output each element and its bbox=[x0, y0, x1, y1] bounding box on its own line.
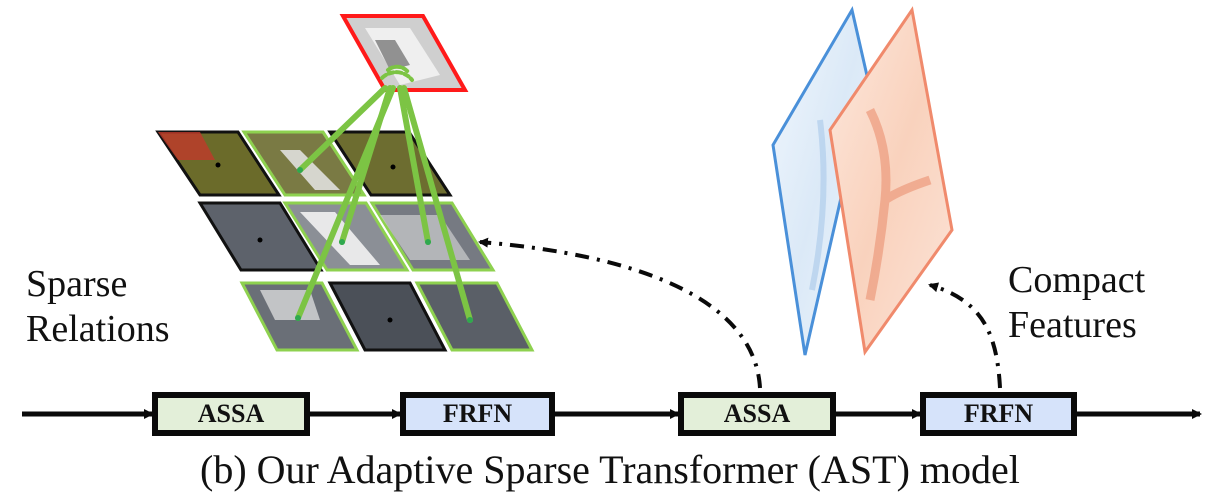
feature-map-orange bbox=[828, 6, 954, 356]
frfn-block-2: FRFN bbox=[920, 392, 1077, 436]
assa-block-1: ASSA bbox=[152, 392, 310, 436]
frfn-block-1: FRFN bbox=[400, 392, 555, 436]
compact-features-label: Compact Features bbox=[1008, 259, 1146, 346]
assa-to-relations-arrow bbox=[478, 237, 762, 389]
feature-map-blue bbox=[771, 5, 870, 356]
frfn-to-features-arrow bbox=[928, 282, 1002, 389]
sparse-relations-label: Sparse Relations bbox=[26, 263, 170, 350]
diagram-canvas bbox=[22, 5, 1202, 419]
relation-lines bbox=[295, 64, 473, 323]
patch-3-3 bbox=[414, 281, 535, 352]
assa-block-2: ASSA bbox=[678, 392, 836, 436]
patch-3-2 bbox=[327, 281, 448, 352]
figure-caption: (b) Our Adaptive Sparse Transformer (AST… bbox=[200, 447, 1020, 492]
query-patch bbox=[339, 14, 469, 92]
